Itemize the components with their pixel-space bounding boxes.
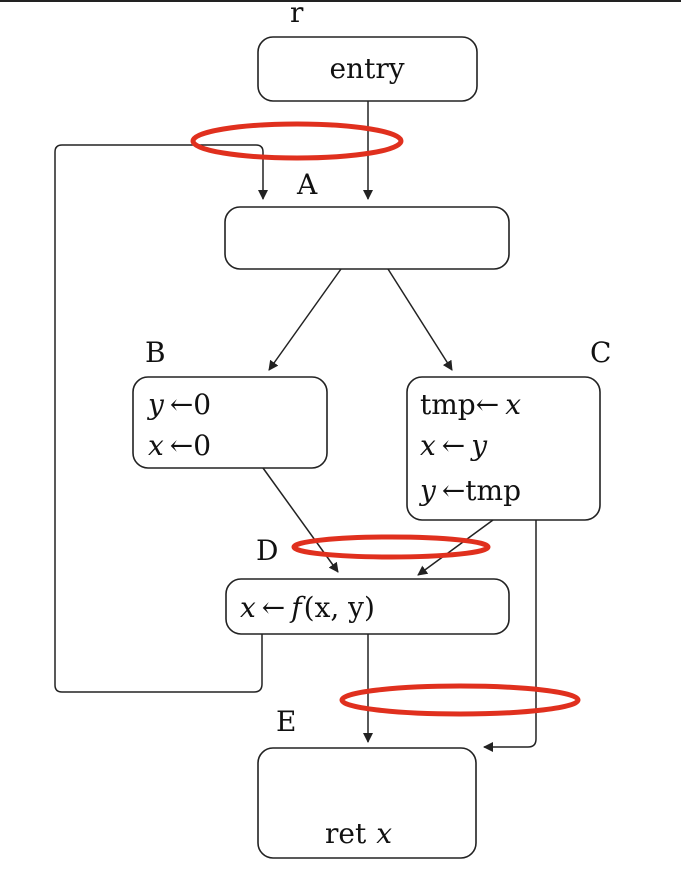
highlight-ellipse-a-merge [190,121,404,161]
node-d-text: x←f(x, y) [240,591,375,624]
label-a: A [296,168,318,201]
node-c-line3: y←tmp [418,474,521,507]
node-b-line1-rest: ←0 [170,388,211,421]
node-d-arrow: ← [262,591,285,624]
node-a [224,206,510,270]
node-e-ret: ret [325,817,367,850]
node-e-var: x [376,817,392,850]
node-e [257,747,477,859]
label-r: r [290,0,304,29]
node-entry-text: entry [329,52,404,85]
highlight-ellipse-d-merge [291,534,491,560]
node-d-args: (x, y) [304,591,375,624]
label-b: B [145,336,166,369]
node-c-line1-var: x [505,388,521,421]
label-d: D [256,534,278,567]
node-c-line2-var: x [420,429,436,462]
node-c-line3-rest: ←tmp [442,474,521,507]
edge-a-to-b [268,268,342,371]
highlight-ellipse-e-merge [339,683,581,717]
node-c-line1: tmp←x [420,388,521,421]
node-b-line2-rest: ←0 [170,429,211,462]
node-c-line2-mid: ← [442,429,465,462]
node-d-var: x [240,591,256,624]
node-b-line2-var: x [148,429,164,462]
node-b-line1: y←0 [146,388,211,421]
node-c-line3-var: y [418,474,437,507]
edge-a-to-c [387,268,453,371]
edge-c-to-e [483,520,537,752]
edge-c-to-d [417,519,494,576]
edge-d-back-to-a [54,144,268,693]
node-c-line2-var2: y [469,429,488,462]
node-b-line1-var: y [146,388,165,421]
node-c-line1-a: tmp← [420,388,499,421]
node-b [132,376,328,469]
node-c-line2: x←y [420,429,488,462]
label-c: C [590,336,611,369]
node-b-line2: x←0 [148,429,211,462]
node-c [406,376,601,521]
label-e: E [276,705,296,738]
